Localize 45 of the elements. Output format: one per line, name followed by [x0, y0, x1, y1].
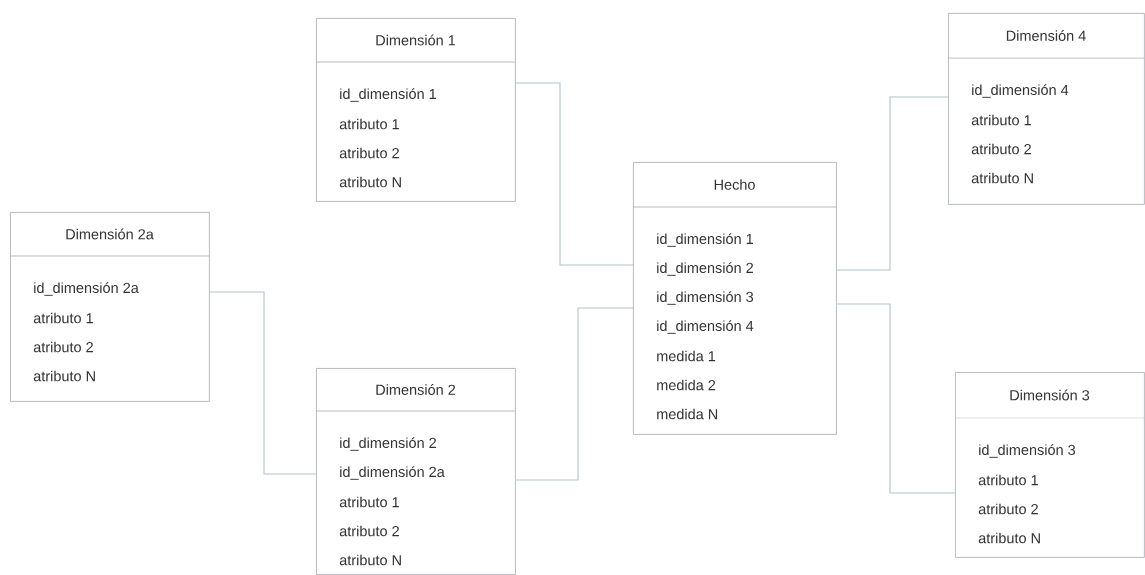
- table-header: Hecho: [714, 179, 755, 190]
- table-row: id_dimensión 2a: [340, 466, 445, 480]
- table-row: id_dimensión 3: [979, 444, 1076, 458]
- table-row: atributo 1: [339, 496, 399, 508]
- table-row: atributo N: [339, 176, 401, 188]
- table-row: medida 1: [657, 350, 716, 362]
- table-row: atributo 2: [978, 503, 1038, 515]
- table-row: atributo 2: [971, 143, 1031, 155]
- table-row: atributo 2: [339, 525, 399, 537]
- table-row: atributo 1: [971, 114, 1031, 126]
- table-row: atributo N: [33, 370, 95, 382]
- connector-line: [836, 96, 949, 271]
- table-row: id_dimensión 2a: [34, 282, 139, 296]
- table-box: [632, 162, 837, 435]
- table-header: Dimensión 1: [376, 34, 456, 46]
- table-box: [9, 212, 210, 402]
- table-row: atributo 1: [33, 312, 93, 324]
- table-row: atributo 1: [339, 118, 399, 130]
- table-row: atributo N: [971, 172, 1033, 184]
- connector-line: [515, 82, 634, 266]
- table-box: [315, 368, 516, 575]
- table-row: id_dimensión 2: [657, 262, 753, 276]
- table-row: atributo 2: [33, 341, 93, 353]
- table-row: atributo 2: [339, 147, 399, 159]
- table-row: id_dimensión 3: [657, 291, 754, 305]
- table-box: [315, 18, 516, 202]
- table-box: [954, 372, 1145, 558]
- table-header: Dimensión 2a: [66, 228, 154, 240]
- table-row: medida N: [657, 408, 718, 420]
- connector-line: [515, 307, 634, 481]
- table-row: medida 2: [657, 379, 716, 391]
- connector-line: [836, 303, 956, 494]
- table-row: id_dimensión 4: [972, 84, 1069, 98]
- table-header: Dimensión 2: [376, 384, 456, 395]
- table-row: atributo N: [339, 554, 401, 566]
- connector-line: [209, 291, 317, 475]
- table-row: atributo N: [978, 532, 1040, 544]
- table-row: id_dimensión 2: [340, 437, 436, 451]
- table-row: atributo 1: [978, 474, 1038, 486]
- table-row: id_dimensión 1: [340, 88, 436, 102]
- table-header: Dimensión 3: [1010, 389, 1090, 401]
- table-box: [947, 13, 1145, 205]
- table-header: Dimensión 4: [1006, 30, 1086, 41]
- table-row: id_dimensión 4: [657, 320, 754, 334]
- table-row: id_dimensión 1: [657, 233, 753, 247]
